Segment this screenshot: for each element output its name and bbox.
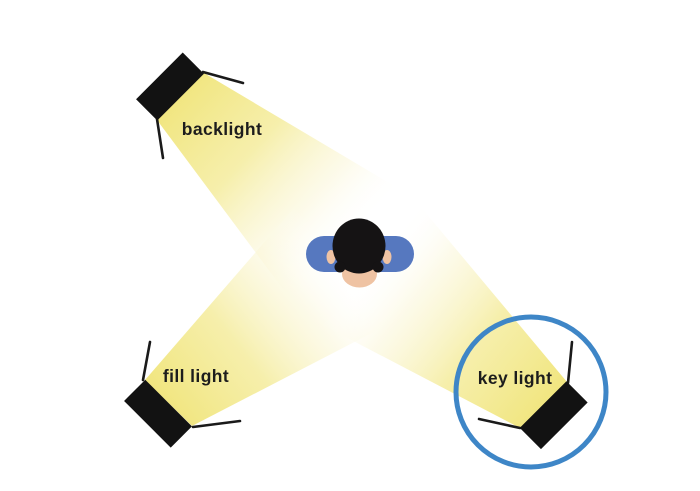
fill-light-label: fill light xyxy=(163,366,229,386)
person-ear-left xyxy=(326,250,336,264)
light-fixtures xyxy=(124,52,588,450)
person-sideburn-right xyxy=(372,261,384,273)
person-head xyxy=(332,218,386,274)
backlight-stand-leg-down xyxy=(155,117,165,160)
key-light-fixture xyxy=(519,381,588,450)
backlight-fixture xyxy=(136,52,204,121)
key-light-stand-leg-up xyxy=(566,340,574,385)
key-light-label: key light xyxy=(478,368,553,388)
person-sideburn-left xyxy=(334,261,346,273)
person-hair xyxy=(332,218,386,274)
light-labels: backlight fill light key light xyxy=(163,119,552,388)
fill-light-fixture xyxy=(124,379,192,448)
person-top-view xyxy=(306,218,414,288)
backlight-stand-leg-right xyxy=(201,70,245,85)
fill-light-stand-leg-right xyxy=(191,419,242,429)
key-light-stand-leg-left xyxy=(477,417,522,430)
backlight-label: backlight xyxy=(182,119,262,139)
key-light-highlight-circle xyxy=(453,314,609,470)
person-ear-right xyxy=(382,250,392,264)
fill-light-stand-leg-up xyxy=(141,340,152,382)
light-stand-legs xyxy=(141,70,574,430)
